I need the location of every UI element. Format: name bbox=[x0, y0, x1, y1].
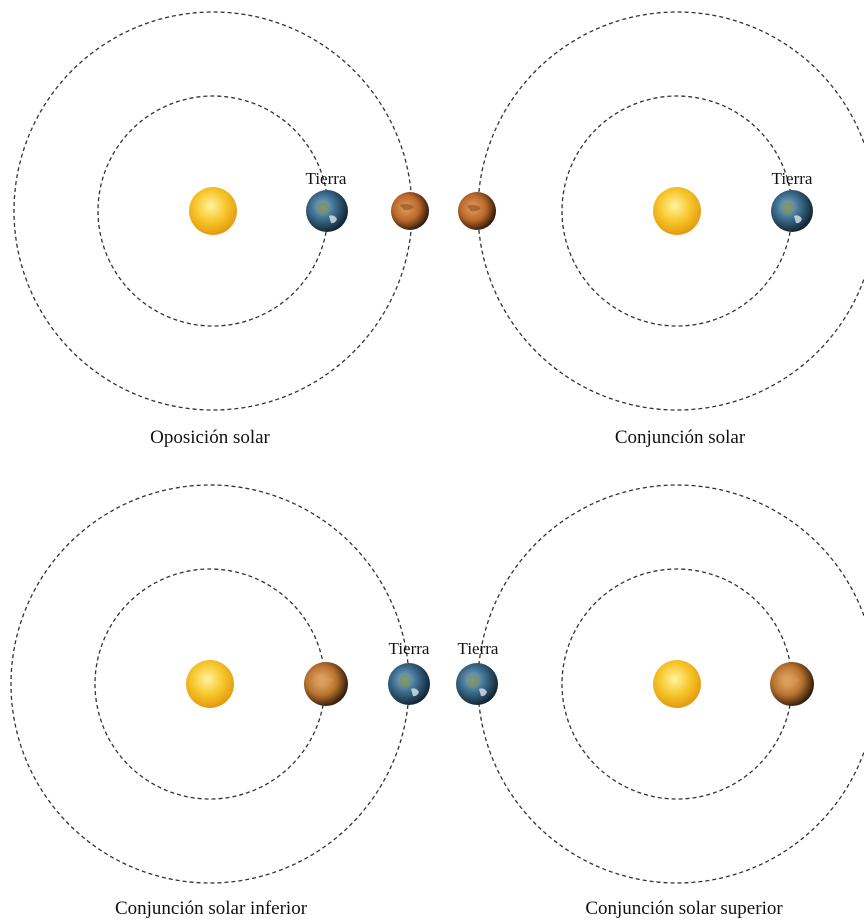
venus-icon bbox=[304, 662, 348, 706]
earth-icon bbox=[306, 190, 348, 232]
mars-icon bbox=[391, 192, 429, 230]
earth-label: Tierra bbox=[306, 169, 347, 188]
mars-icon bbox=[458, 192, 496, 230]
panel-conjuncion-solar-superior: Tierra Conjunción solar superior bbox=[456, 484, 864, 919]
panel-oposicion-solar: Tierra Oposición solar bbox=[13, 11, 429, 448]
panel-conjuncion-solar: Tierra Conjunción solar bbox=[458, 11, 864, 448]
earth-icon bbox=[388, 663, 430, 705]
earth-icon bbox=[456, 663, 498, 705]
caption: Conjunción solar bbox=[615, 427, 746, 448]
venus-icon bbox=[770, 662, 814, 706]
panel-conjuncion-solar-inferior: Tierra Conjunción solar inferior bbox=[10, 484, 430, 919]
sun-icon bbox=[189, 187, 237, 235]
earth-label: Tierra bbox=[458, 639, 499, 658]
caption: Conjunción solar superior bbox=[585, 898, 783, 919]
sun-icon bbox=[653, 660, 701, 708]
sun-icon bbox=[653, 187, 701, 235]
sun-icon bbox=[186, 660, 234, 708]
earth-label: Tierra bbox=[772, 169, 813, 188]
earth-icon bbox=[771, 190, 813, 232]
caption: Conjunción solar inferior bbox=[115, 898, 308, 919]
earth-label: Tierra bbox=[389, 639, 430, 658]
caption: Oposición solar bbox=[150, 427, 270, 448]
